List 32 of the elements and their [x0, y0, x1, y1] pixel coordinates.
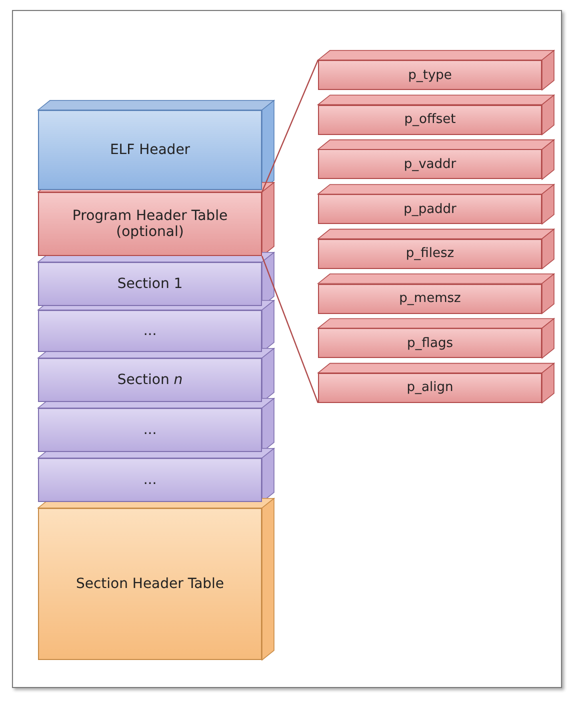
field-box — [318, 328, 542, 358]
box-label: ... — [142, 323, 158, 339]
section-box — [38, 192, 262, 256]
section-box — [38, 310, 262, 352]
section-box — [38, 358, 262, 402]
box-label: p_type — [407, 68, 453, 82]
section-box — [38, 110, 262, 190]
box-label: ... — [142, 422, 158, 438]
section-box — [38, 408, 262, 452]
box-label: Section Header Table — [74, 576, 226, 592]
field-box — [318, 60, 542, 90]
box-label: Program Header Table (optional) — [71, 208, 229, 240]
field-box — [318, 104, 542, 135]
section-box — [38, 262, 262, 306]
box-label: p_flags — [406, 336, 454, 351]
box-label: p_memsz — [398, 291, 462, 306]
field-box — [318, 238, 542, 269]
box-label: p_vaddr — [402, 156, 458, 172]
field-box — [318, 149, 542, 180]
box-label: ELF Header — [108, 142, 192, 158]
box-label: p_offset — [403, 112, 457, 128]
section-box — [38, 458, 262, 502]
box-label: Section 1 — [116, 276, 184, 292]
field-box — [318, 194, 542, 224]
box-label: Section n — [116, 372, 184, 388]
field-box — [318, 284, 542, 314]
box-label: p_align — [406, 380, 454, 396]
box-label: ... — [142, 472, 158, 488]
connector-line — [261, 256, 319, 404]
box-label: p_filesz — [404, 246, 456, 262]
box-label: p_paddr — [402, 202, 458, 217]
field-box — [318, 372, 542, 403]
